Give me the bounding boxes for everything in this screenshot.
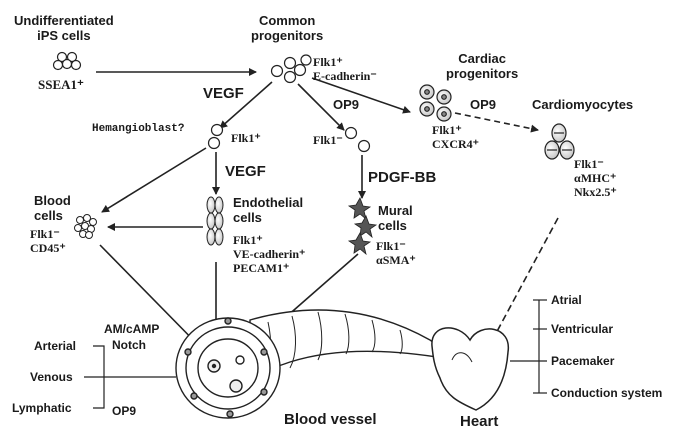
vessel-type-lymphatic: Lymphatic — [12, 402, 72, 414]
mural-cells-markers: Flk1⁻ αSMA⁺ — [376, 240, 416, 268]
cardiac-progenitors-markers: Flk1⁺ CXCR4⁺ — [432, 124, 479, 152]
flk1neg-cells — [346, 128, 370, 152]
factor-vegf-mid: VEGF — [225, 164, 266, 179]
vessel-type-bracket — [84, 346, 176, 408]
heart-type-ventricular: Ventricular — [551, 323, 613, 335]
heart-label: Heart — [460, 414, 498, 429]
cardiomyocyte-cells — [545, 124, 574, 159]
hemangioblast-cells — [209, 125, 223, 149]
mural-cell-cluster — [349, 198, 376, 254]
ips-cell-cluster — [54, 53, 81, 70]
blood-vessel-illustration — [176, 310, 455, 418]
common-progenitors-markers: Flk1⁺ E-cadherin⁻ — [313, 56, 377, 84]
endothelial-cells-markers: Flk1⁺ VE-cadherin⁺ PECAM1⁺ — [233, 234, 305, 275]
factor-op9-b: OP9 — [470, 98, 496, 111]
hemangioblast-marker: Flk1⁺ — [231, 132, 261, 144]
vessel-cross-section-outer — [176, 318, 280, 418]
cardiomyocytes-title: Cardiomyocytes — [532, 98, 633, 111]
common-progenitor-cells — [272, 55, 312, 83]
ips-title: Undifferentiated iPS cells — [14, 14, 114, 44]
endothelial-cell-stack — [207, 197, 223, 245]
factor-notch: Notch — [112, 339, 146, 351]
heart-type-atrial: Atrial — [551, 294, 582, 306]
arrow-hemangioblast-to-blood — [102, 148, 206, 212]
factor-pdgf-bb: PDGF-BB — [368, 170, 436, 185]
blood-cell-cluster — [75, 215, 97, 239]
common-progenitors-title: Common progenitors — [251, 14, 323, 44]
flk1neg-marker: Flk1⁻ — [313, 134, 343, 146]
hemangioblast-title: Hemangioblast? — [92, 124, 184, 135]
blood-cells-title: Blood cells — [34, 194, 71, 224]
factor-am-camp: AM/cAMP — [104, 323, 159, 335]
heart-type-pacemaker: Pacemaker — [551, 355, 614, 367]
vessel-type-venous: Venous — [30, 371, 73, 383]
heart-type-conduction: Conduction system — [551, 387, 662, 399]
endothelial-cells-title: Endothelial cells — [233, 196, 303, 226]
cardiac-progenitor-cells — [420, 85, 451, 121]
cardiomyocytes-markers: Flk1⁻ αMHC⁺ Nkx2.5⁺ — [574, 158, 617, 199]
blood-cells-markers: Flk1⁻ CD45⁺ — [30, 228, 66, 256]
vessel-tube — [250, 310, 455, 374]
cardiac-progenitors-title: Cardiac progenitors — [446, 52, 518, 82]
factor-vegf-top: VEGF — [203, 86, 244, 101]
mural-cells-title: Mural cells — [378, 204, 413, 234]
vessel-type-arterial: Arterial — [34, 340, 76, 352]
blood-vessel-label: Blood vessel — [284, 412, 377, 427]
ips-marker: SSEA1⁺ — [38, 78, 84, 91]
factor-op9-c: OP9 — [112, 405, 136, 417]
heart-type-bracket — [510, 300, 547, 393]
heart-illustration — [432, 328, 508, 410]
factor-op9-a: OP9 — [333, 98, 359, 111]
